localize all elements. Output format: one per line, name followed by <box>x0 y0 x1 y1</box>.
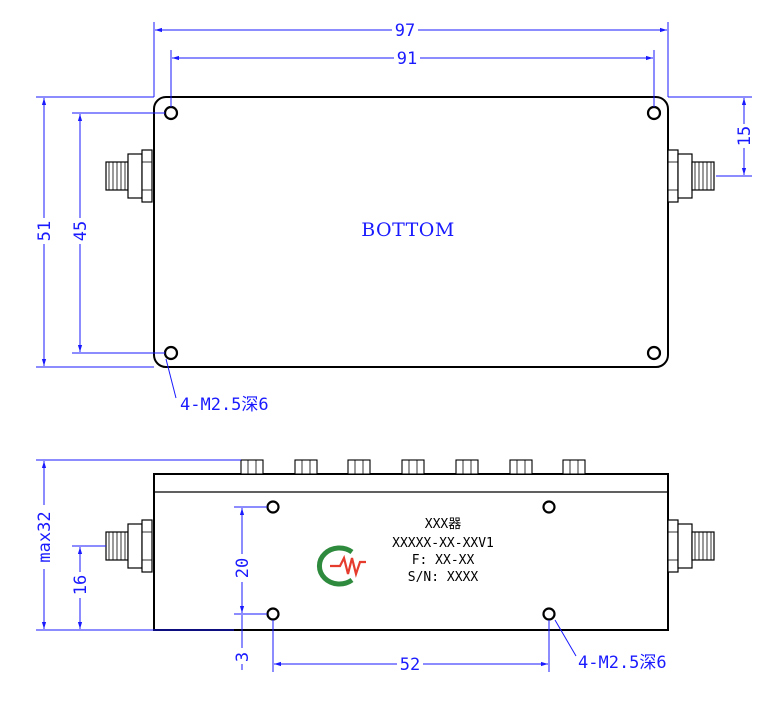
dim-20-label: 20 <box>233 558 253 578</box>
company-logo <box>317 545 366 587</box>
dim-3-label: 3 <box>233 652 253 662</box>
label-model: XXXXX-XX-XXV1 <box>392 536 494 551</box>
side-hole-callout: 4-M2.5深6 <box>554 619 667 673</box>
dim-hole-spacing-x: 91 <box>170 48 655 107</box>
dim-hole-spacing-y: 45 <box>71 112 165 354</box>
dim-overall-width: 97 <box>153 20 669 97</box>
side-left-connector <box>105 519 153 573</box>
dim-45-label: 45 <box>71 221 91 241</box>
dim-connector-height: 16 <box>71 545 106 629</box>
dim-max-height: max32 <box>35 459 241 631</box>
top-hole-callout-text: 4-M2.5深6 <box>180 395 269 415</box>
label-serial: S/N: XXXX <box>408 570 479 585</box>
side-right-connector <box>667 519 715 573</box>
dim-side-hole-spacing-x: 52 <box>272 620 550 675</box>
side-hole-callout-text: 4-M2.5深6 <box>578 653 667 673</box>
top-view: BOTTOM 97 91 51 <box>35 20 755 415</box>
side-view: XXX器 XXXXX-XX-XXV1 F: XX-XX S/N: XXXX ma… <box>35 459 715 675</box>
side-housing-outline <box>153 473 669 631</box>
top-housing-outline <box>153 96 669 368</box>
top-left-connector <box>105 149 153 203</box>
dim-52-label: 52 <box>400 655 420 675</box>
dim-max32-label: max32 <box>35 511 55 562</box>
label-name: XXX器 <box>425 517 461 532</box>
dim-16-label: 16 <box>71 575 91 595</box>
label-freq: F: XX-XX <box>412 553 475 568</box>
top-right-connector <box>667 149 715 203</box>
dim-97-label: 97 <box>395 21 415 41</box>
product-label: XXX器 XXXXX-XX-XXV1 F: XX-XX S/N: XXXX <box>392 517 494 585</box>
dim-connector-offset: 15 <box>668 96 755 177</box>
top-hole-callout: 4-M2.5深6 <box>165 358 269 415</box>
dim-15-label: 15 <box>735 126 755 146</box>
dim-hole-bottom-offset: 3 <box>154 615 253 670</box>
dim-91-label: 91 <box>397 49 417 69</box>
dim-side-hole-spacing-y: 20 <box>233 506 267 615</box>
dim-overall-height: 51 <box>35 96 154 368</box>
side-mounting-holes <box>266 500 556 621</box>
tuning-posts <box>240 459 586 475</box>
bottom-view-title: BOTTOM <box>361 219 455 241</box>
dim-51-label: 51 <box>35 221 55 241</box>
